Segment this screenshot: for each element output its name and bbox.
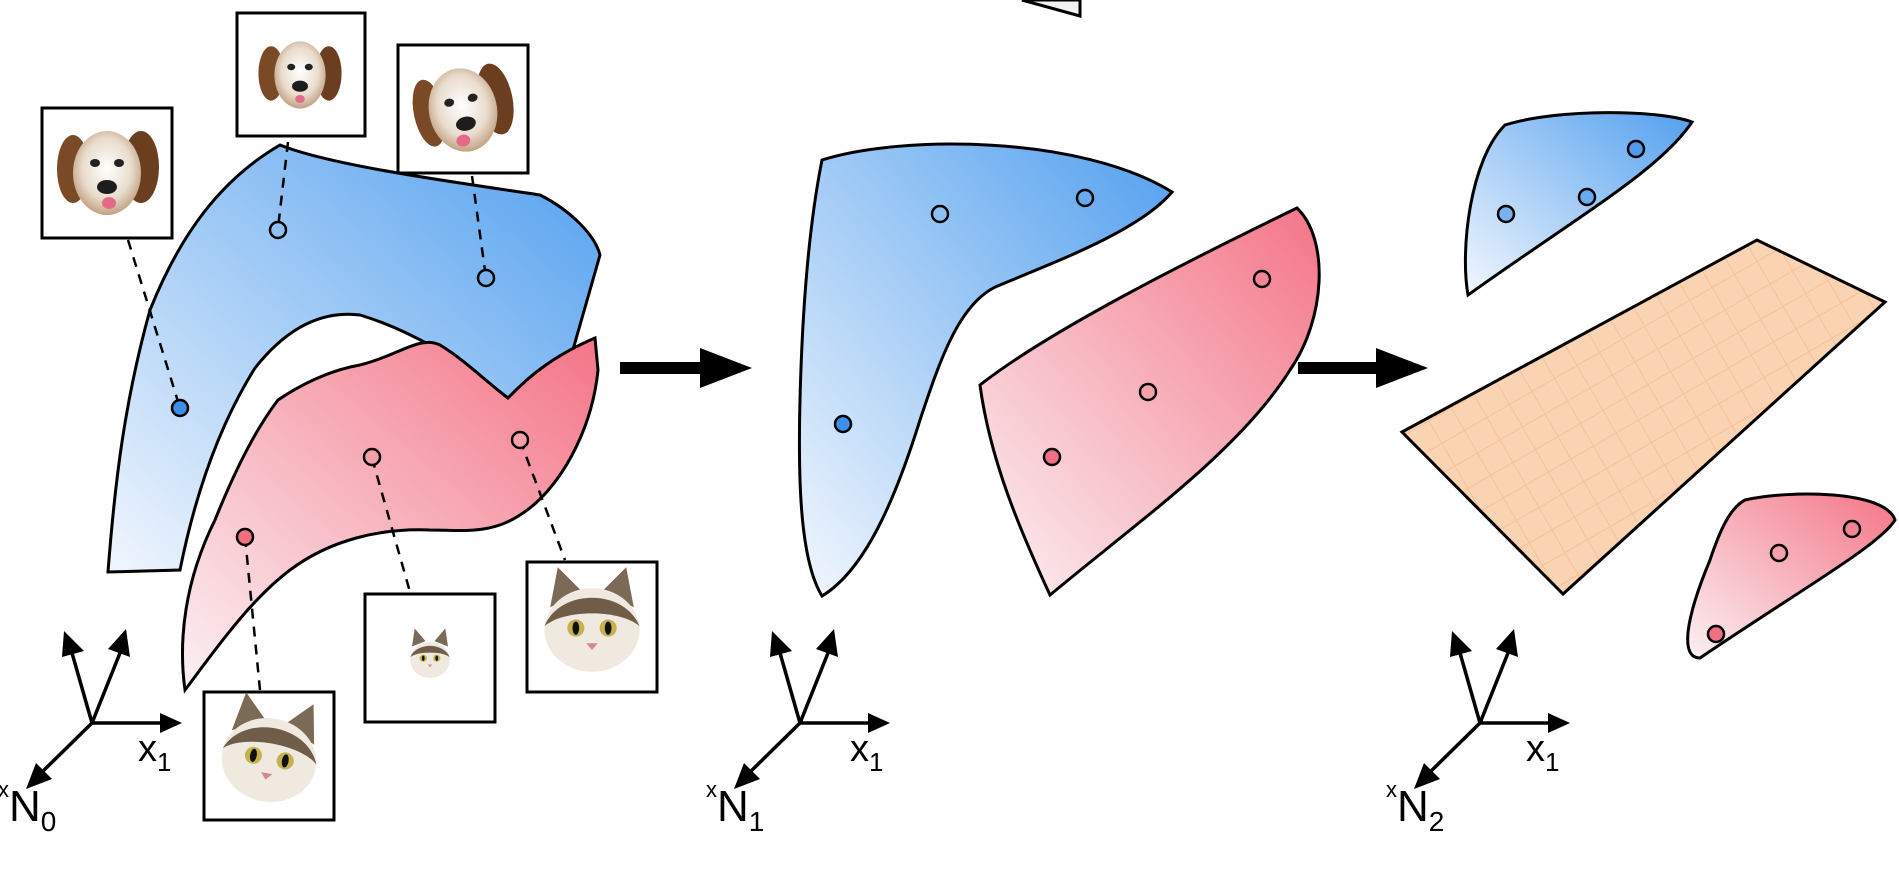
points-n2 <box>1496 139 1862 644</box>
x-axis-label: x1 <box>1526 728 1559 777</box>
dog-point <box>833 414 853 434</box>
n-axis-label: xN0 <box>0 777 56 837</box>
red-manifold-n2 <box>1686 492 1897 660</box>
dog-point <box>476 268 496 288</box>
x-axis-label: x1 <box>138 728 171 777</box>
cat-point <box>1042 447 1062 467</box>
panel-n2 <box>1399 111 1897 660</box>
dog-point <box>1496 204 1516 224</box>
axes-icon-n2: x1 xN2 <box>1386 629 1570 837</box>
axes-icon-n1: x1 xN1 <box>706 629 890 837</box>
dog-face-icon <box>258 41 342 109</box>
blue-manifold-n1 <box>797 142 1175 599</box>
right-arrow-icon <box>620 348 752 388</box>
dog-point <box>1577 187 1597 207</box>
x-axis-label: x1 <box>850 728 883 777</box>
panel-n0 <box>40 11 659 822</box>
blue-manifold-n0 <box>106 143 602 574</box>
orange-plane-n2 <box>1399 238 1888 597</box>
dog-point <box>170 398 190 418</box>
points-n1 <box>833 188 1272 467</box>
dog-point <box>1626 139 1646 159</box>
dog-face-icon <box>57 131 159 215</box>
red-manifold-n0 <box>181 335 600 694</box>
right-arrow-icon <box>1298 348 1428 388</box>
cat-image-1 <box>363 592 497 724</box>
cat-point <box>1138 382 1158 402</box>
cat-face-icon <box>410 628 450 678</box>
cat-point <box>362 447 382 467</box>
blue-manifold-n2 <box>1463 111 1695 298</box>
cat-image-3 <box>202 690 336 822</box>
cat-point <box>1706 624 1726 644</box>
dog-image-2 <box>235 11 367 138</box>
cropped-shape-top <box>1021 0 1082 18</box>
n-axis-label: xN1 <box>706 777 764 837</box>
dog-point <box>930 204 950 224</box>
dog-image-1 <box>40 106 174 240</box>
red-manifold-n1 <box>978 206 1321 598</box>
cat-face-icon <box>221 692 317 802</box>
cat-face-icon <box>544 567 640 672</box>
cat-image-2 <box>525 560 659 694</box>
leader-lines-n0 <box>126 141 567 691</box>
n-axis-label: xN2 <box>1386 777 1444 837</box>
points-n0 <box>170 220 530 547</box>
axes-icon-n0: x1 xN0 <box>0 629 182 837</box>
cat-point <box>1252 269 1272 289</box>
dog-point <box>1075 188 1095 208</box>
cat-point <box>235 527 255 547</box>
cat-point <box>1769 543 1789 563</box>
dog-point <box>268 220 288 240</box>
cat-point <box>510 430 530 450</box>
dog-face-icon <box>412 63 514 152</box>
dog-image-3 <box>396 43 530 175</box>
cat-point <box>1842 519 1862 539</box>
panel-n1 <box>797 142 1321 599</box>
